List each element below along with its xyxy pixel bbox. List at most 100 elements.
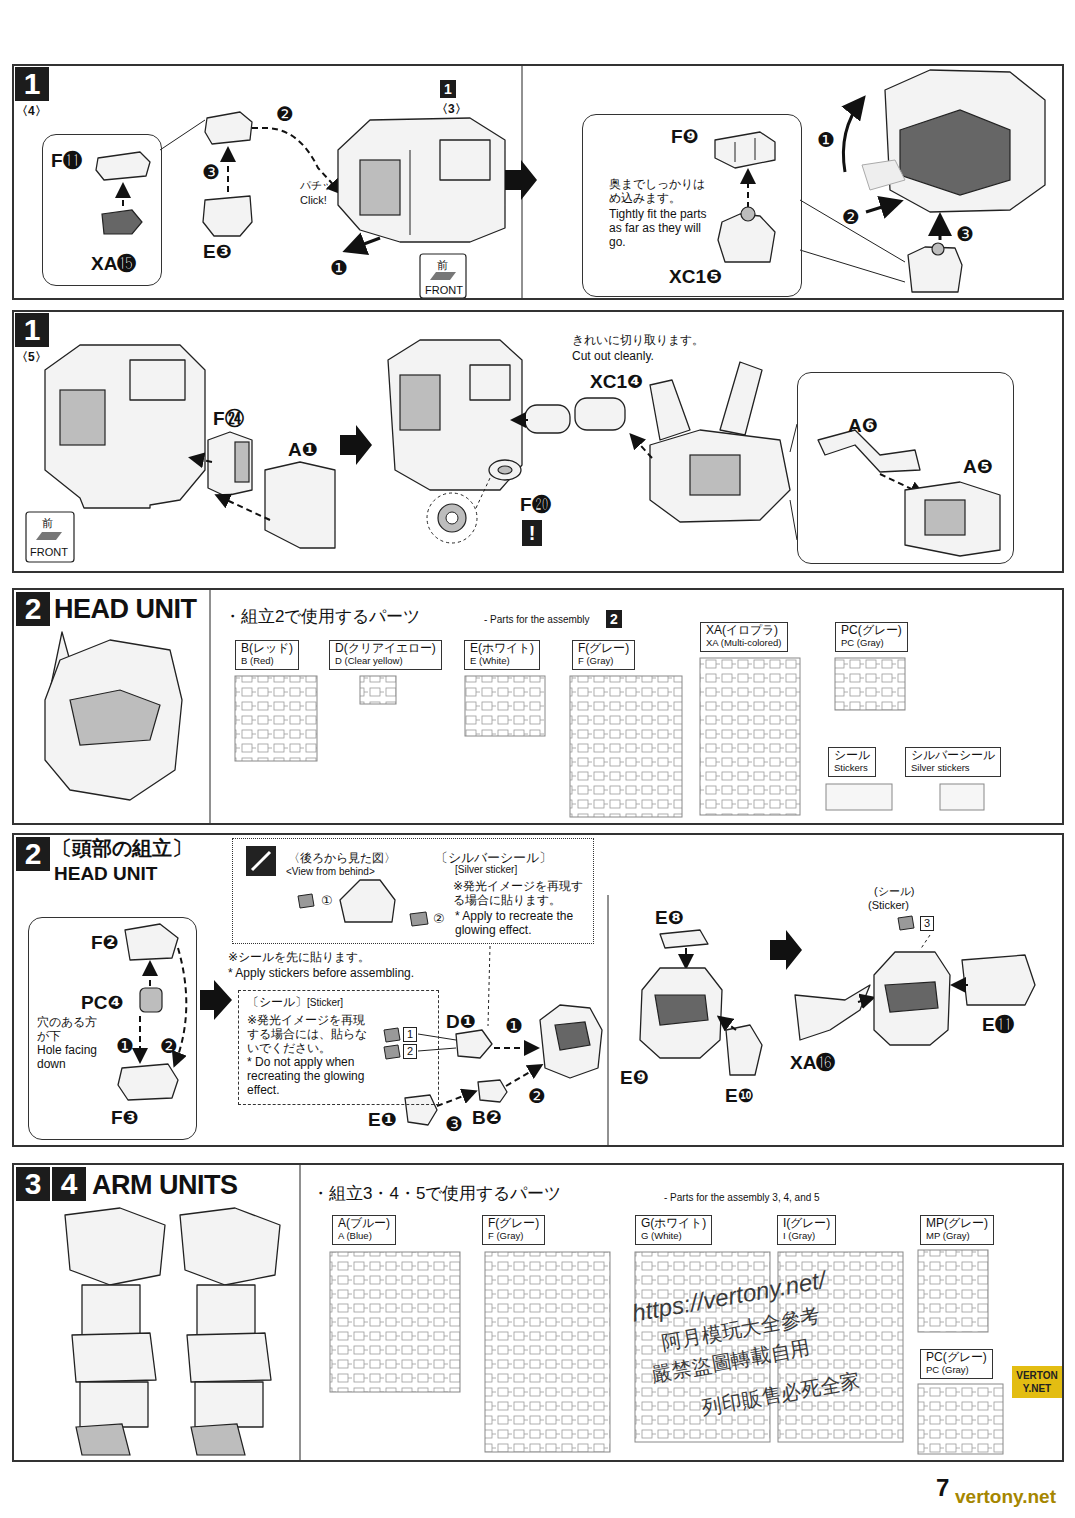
ref-box: 1 — [440, 80, 456, 98]
runner-name: B (Red) — [241, 656, 293, 667]
runner-name: D(クリアイエロー) — [335, 642, 436, 656]
runner-name: PC(グレー) — [841, 624, 902, 638]
part-label: XA⓰ — [790, 1052, 835, 1074]
step-number: 2 — [16, 837, 50, 871]
callout-number: ❷ — [842, 205, 860, 229]
inset-box: F⓫ XA⓯ — [42, 134, 162, 286]
small-label: Click! — [300, 194, 327, 206]
runner-name: MP(グレー) — [926, 1217, 988, 1231]
callout-number: ❷ — [276, 102, 294, 126]
runner-name: F(グレー) — [488, 1217, 539, 1231]
step-number: 3 — [16, 1167, 50, 1201]
runner-name: Silver stickers — [911, 763, 995, 774]
page-number: 7 — [936, 1474, 949, 1502]
runner-name: F (Gray) — [578, 656, 629, 667]
small-label: 前 — [437, 258, 448, 273]
runner-name: F(グレー) — [578, 642, 629, 656]
caution-mark: ! — [522, 520, 542, 546]
part-label: A❺ — [963, 455, 993, 478]
part-label: F❷ — [91, 931, 119, 954]
runner-name: A(ブルー) — [338, 1217, 390, 1231]
note-text: [Sticker] — [307, 997, 343, 1008]
runner-name: XA (Multi-colored) — [706, 638, 782, 649]
note-text: ※発光イメージを再現する場合には、貼らないでください。 — [247, 1013, 371, 1055]
substep-number: 〈3〉 — [436, 101, 467, 118]
parts-tag: シルバーシールSilver stickers — [905, 747, 1001, 777]
runner-name: XA(イロプラ) — [706, 624, 782, 638]
note-text: ※シールを先に貼ります。 — [228, 950, 370, 964]
section-title: ARM UNITS — [92, 1170, 238, 1201]
step-number: 2 — [16, 592, 50, 626]
step-number: 4 — [52, 1167, 86, 1201]
parts-tag: シールStickers — [828, 747, 876, 777]
part-label: PC❹ — [81, 991, 123, 1014]
step-number: 1 — [15, 313, 49, 347]
panel: 1〈4〉F⓫XA⓯F❾奥までしっかりはめ込みます。Tightly fit the… — [12, 64, 1064, 300]
part-label: E❿ — [725, 1084, 754, 1107]
part-label: F⓫ — [51, 150, 82, 172]
note-text: 〔シール〕 — [247, 995, 307, 1009]
callout-number: ❶ — [330, 256, 348, 280]
note-text: * Apply to recreate the glowing effect. — [455, 909, 585, 937]
small-label: FRONT — [30, 546, 68, 558]
small-label: 前 — [42, 516, 53, 531]
parts-header: ・組立3・4・5で使用するパーツ — [312, 1182, 561, 1205]
panel: 34ARM UNITS ・組立3・4・5で使用するパーツ - Parts for t… — [12, 1163, 1064, 1462]
note-text: Cut out cleanly. — [572, 349, 654, 363]
ref-box: 2 — [606, 610, 622, 628]
note-text: Hole facing down — [37, 1043, 103, 1071]
parts-tag: F(グレー)F (Gray) — [572, 640, 635, 670]
callout-number: ① — [321, 893, 333, 908]
runner-name: I(グレー) — [783, 1217, 830, 1231]
small-label: FRONT — [425, 284, 463, 296]
parts-tag: MP(グレー)MP (Gray) — [920, 1215, 994, 1245]
runner-name: PC (Gray) — [926, 1365, 987, 1376]
parts-tag: I(グレー)I (Gray) — [777, 1215, 836, 1245]
section-title: HEAD UNIT — [54, 594, 197, 625]
small-label: (シール) — [874, 884, 914, 899]
note-text: 穴のある方が下 — [37, 1015, 99, 1043]
runner-name: PC(グレー) — [926, 1351, 987, 1365]
panel: 2HEAD UNIT・組立2で使用するパーツ- Parts for the as… — [12, 588, 1064, 825]
part-label: E❾ — [620, 1066, 649, 1089]
part-label: E❶ — [368, 1108, 397, 1131]
note-text: * Do not apply when recreating the glowi… — [247, 1055, 371, 1097]
callout-number: ❷ — [160, 1034, 178, 1058]
parts-tag: A(ブルー)A (Blue) — [332, 1215, 396, 1245]
parts-tag: D(クリアイエロー)D (Clear yellow) — [329, 640, 442, 670]
dotted-box: 〈後ろから見た図〉<View from behind>①②〔シルバーシール〕[S… — [232, 838, 594, 944]
sticker-number: 3 — [920, 916, 934, 931]
part-label: XA⓯ — [91, 253, 136, 275]
runner-name: Stickers — [834, 763, 870, 774]
part-label: A❶ — [288, 438, 318, 461]
runner-name: B(レッド) — [241, 642, 293, 656]
runner-name: G(ホワイト) — [641, 1217, 706, 1231]
substep-number: 〈4〉 — [16, 103, 47, 120]
parts-header: ・組立2で使用するパーツ — [224, 605, 420, 628]
note-text: 奥までしっかりはめ込みます。 — [609, 177, 709, 205]
parts-tag: F(グレー)F (Gray) — [482, 1215, 545, 1245]
callout-number: ❸ — [445, 1112, 463, 1136]
callout-number: ❶ — [116, 1034, 134, 1058]
runner-name: I (Gray) — [783, 1231, 830, 1242]
parts-tag: XA(イロプラ)XA (Multi-colored) — [700, 622, 788, 652]
part-label: E⓫ — [982, 1014, 1014, 1036]
runner-name: E (White) — [470, 656, 534, 667]
part-label: F❸ — [111, 1106, 139, 1129]
runner-name: シルバーシール — [911, 749, 995, 763]
runner-name: D (Clear yellow) — [335, 656, 436, 667]
part-label: E❸ — [203, 240, 232, 263]
note-text: - Parts for the assembly 3, 4, and 5 — [664, 1192, 820, 1203]
watermark-logo: VERTONY.NET — [1012, 1366, 1062, 1398]
inset-box: F❷ PC❹穴のある方が下Hole facing downF❸ — [28, 917, 197, 1140]
part-label: B❷ — [472, 1106, 502, 1129]
parts-tag: PC(グレー)PC (Gray) — [920, 1349, 993, 1379]
note-text: <View from behind> — [286, 866, 375, 877]
note-text: * Apply stickers before assembling. — [228, 966, 414, 980]
sticker-number: 1 — [403, 1027, 417, 1042]
parts-tag: G(ホワイト)G (White) — [635, 1215, 712, 1245]
note-text: - Parts for the assembly — [484, 614, 590, 625]
substep-number: 〈5〉 — [16, 349, 47, 366]
sticker-number: 2 — [403, 1044, 417, 1059]
